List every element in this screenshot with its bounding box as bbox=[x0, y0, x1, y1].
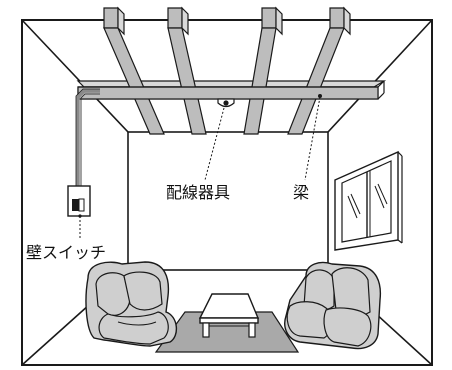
ceiling-beam-3 bbox=[243, 6, 283, 135]
ceiling-beam-4 bbox=[287, 6, 351, 135]
right-sofa bbox=[284, 261, 382, 350]
fixture-label: 配線器具 bbox=[166, 183, 230, 202]
left-sofa bbox=[85, 261, 177, 347]
fixture-leader bbox=[204, 107, 225, 181]
wall-switch-icon bbox=[67, 185, 91, 218]
outer-frame bbox=[21, 19, 433, 366]
back-wall bbox=[127, 131, 329, 271]
ceiling-beam-2 bbox=[167, 6, 207, 135]
coffee-table bbox=[198, 293, 260, 338]
window bbox=[334, 150, 403, 251]
beam-marker bbox=[318, 94, 322, 98]
wiring-conduit bbox=[76, 89, 100, 186]
beam-label: 梁 bbox=[293, 183, 309, 202]
ceiling-fixture-icon bbox=[217, 98, 235, 108]
switch-label: 壁スイッチ bbox=[26, 243, 106, 262]
edge-top-right bbox=[327, 19, 433, 133]
edge-top-left bbox=[21, 19, 129, 133]
horizontal-beam-front bbox=[77, 86, 379, 100]
